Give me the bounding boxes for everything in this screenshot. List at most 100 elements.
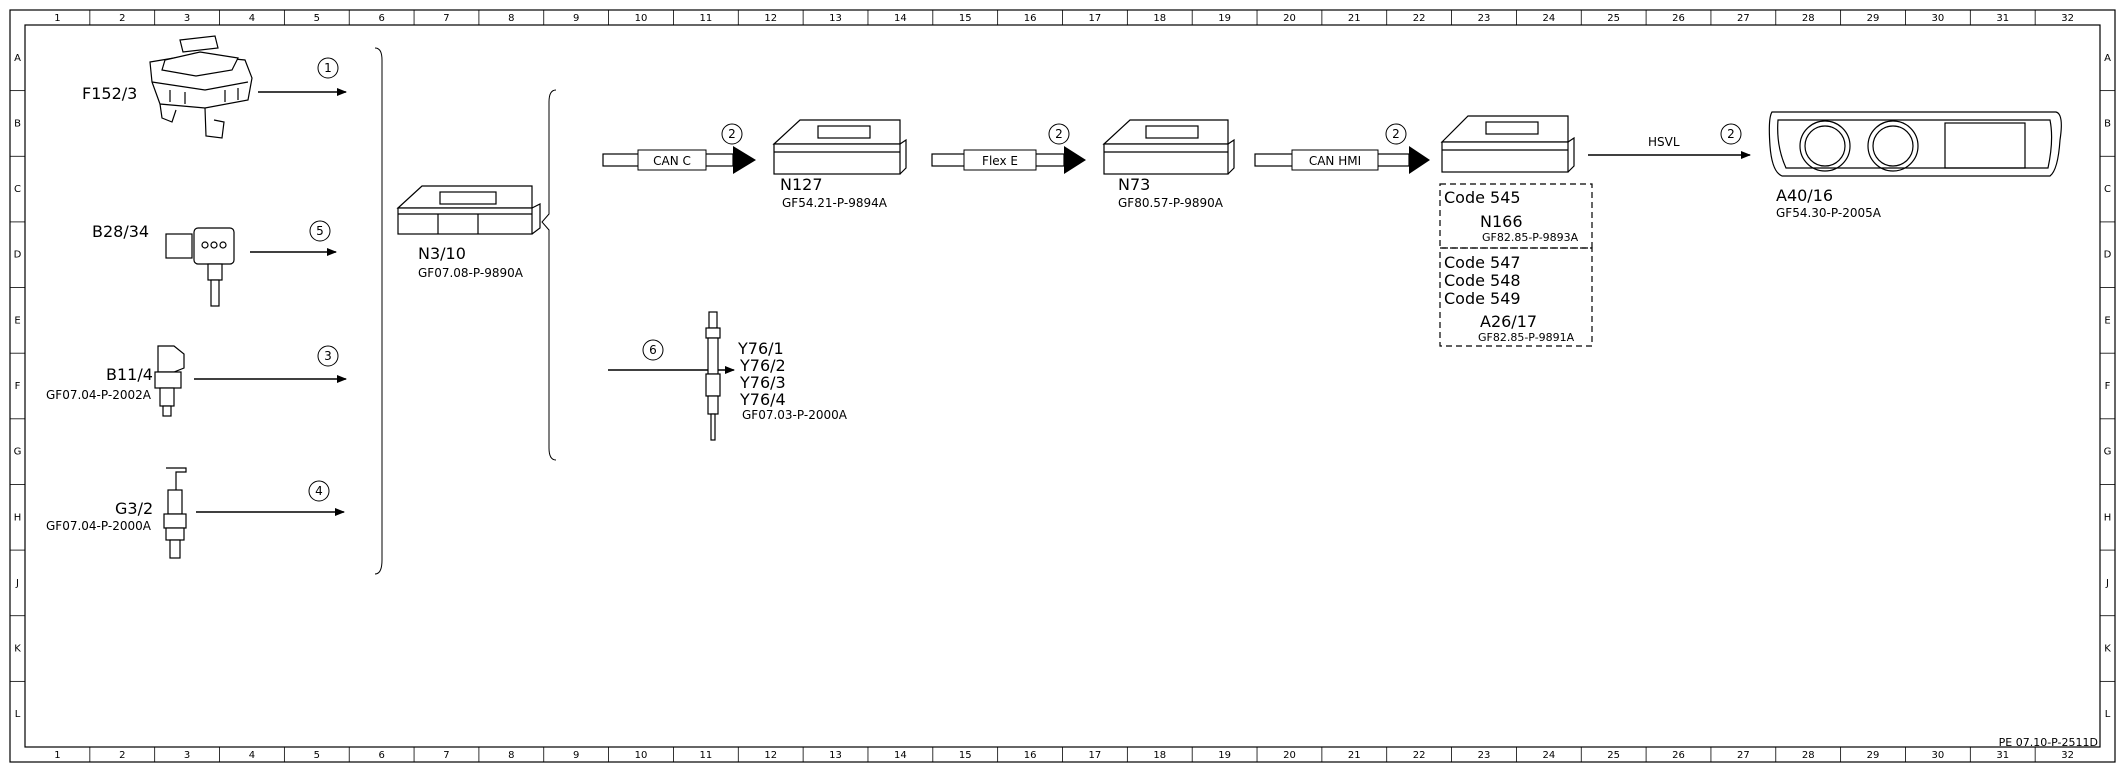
row-letter: K [14,644,21,655]
column-number: 8 [508,13,514,24]
column-number: 2 [119,13,125,24]
injector-label: Y76/3 [739,373,786,392]
module-n127: N127 GF54.21-P-9894A [772,119,907,210]
column-number: 1 [54,13,60,24]
bus-name: HSVL [1648,135,1680,149]
column-number: 21 [1348,13,1361,24]
sensor-label: B11/4 [106,365,153,384]
column-number: 6 [378,13,384,24]
output-group-bracket [541,89,557,461]
variant-code: Code 545 [1444,188,1521,207]
column-number: 21 [1348,750,1361,761]
column-number: 12 [764,750,777,761]
bus-flex-e: Flex E 2 [931,123,1086,174]
controller-label: N3/10 [418,244,466,263]
column-number: 6 [378,750,384,761]
row-letter: B [2104,118,2111,129]
bus-can-hmi: CAN HMI 2 [1254,123,1430,174]
row-letter: H [2104,512,2112,523]
sensor-g3-2-icon [163,467,187,559]
sensor-label: F152/3 [82,84,137,103]
row-letter: E [14,315,20,326]
column-number: 24 [1542,13,1555,24]
row-letter: J [2105,578,2109,589]
injector-reference: GF07.03-P-2000A [742,408,848,422]
sensor-label: G3/2 [115,499,153,518]
row-letter: F [2105,381,2111,392]
column-number: 3 [184,750,190,761]
variant-label: A26/17 [1480,312,1537,331]
column-number: 24 [1542,750,1555,761]
column-number: 2 [119,750,125,761]
column-number: 7 [443,13,449,24]
row-letter: E [2104,315,2110,326]
column-number: 27 [1737,750,1750,761]
column-number: 13 [829,750,842,761]
column-number: 32 [2061,13,2074,24]
injector-icon [705,311,721,441]
variant-code: Code 548 [1444,271,1521,290]
variant-reference: GF82.85-P-9891A [1478,331,1575,344]
ecu-n73-icon [1102,119,1235,175]
column-number: 14 [894,750,907,761]
column-number: 17 [1089,750,1102,761]
bus-name: CAN HMI [1309,154,1361,168]
input-group-bracket [374,47,383,575]
sensor-b11-4-icon [154,345,185,417]
connection-number: 2 [1727,127,1735,141]
column-number: 11 [699,750,712,761]
column-number: 32 [2061,750,2074,761]
connection-number: 1 [324,61,332,75]
module-reference: GF54.30-P-2005A [1776,206,1882,220]
column-number: 29 [1867,13,1880,24]
column-number: 9 [573,13,579,24]
column-number: 19 [1218,13,1231,24]
injector-label: Y76/2 [739,356,786,375]
bus-hsvl: HSVL 2 [1588,123,1751,159]
variant-reference: GF82.85-P-9893A [1482,231,1579,244]
column-number: 26 [1672,750,1685,761]
sensor-reference: GF07.04-P-2002A [46,388,152,402]
column-number: 1 [54,750,60,761]
variant-code: Code 547 [1444,253,1521,272]
module-reference: GF80.57-P-9890A [1118,196,1224,210]
column-number: 3 [184,13,190,24]
column-number: 11 [699,13,712,24]
column-number: 22 [1413,13,1426,24]
row-letter: L [15,709,21,720]
column-number: 19 [1218,750,1231,761]
sensor-g3-2: G3/2 GF07.04-P-2000A 4 [46,467,345,559]
module-label: N127 [780,175,823,194]
instrument-cluster-icon [1768,111,2062,177]
sensor-f152-3-icon [149,35,253,139]
sensor-b28-34-icon [165,227,235,307]
row-letter: B [14,118,21,129]
column-number: 16 [1024,13,1037,24]
column-number: 4 [249,13,255,24]
module-reference: GF54.21-P-9894A [782,196,888,210]
column-number: 7 [443,750,449,761]
variant-box-code-547-549: Code 547 Code 548 Code 549 A26/17 GF82.8… [1439,247,1593,347]
column-number: 15 [959,13,972,24]
column-number: 20 [1283,13,1296,24]
row-letter: L [2105,709,2111,720]
row-letter: J [15,578,19,589]
row-letter: K [2104,644,2111,655]
connection-number: 6 [649,343,657,357]
column-number: 9 [573,750,579,761]
injector-label: Y76/4 [739,390,786,409]
column-number: 31 [1996,750,2009,761]
column-number: 26 [1672,13,1685,24]
row-letter: H [14,512,22,523]
row-letter: C [14,184,21,195]
column-number: 5 [314,750,320,761]
column-number: 8 [508,750,514,761]
connection-number: 5 [316,224,324,238]
injector-group: 6 Y76/1 Y76/2 Y76/3 Y76/4 GF07.03-P-2000… [608,311,848,441]
connection-number: 3 [324,349,332,363]
variant-code: Code 549 [1444,289,1521,308]
controller-n3-10: N3/10 GF07.08-P-9890A [396,185,541,280]
